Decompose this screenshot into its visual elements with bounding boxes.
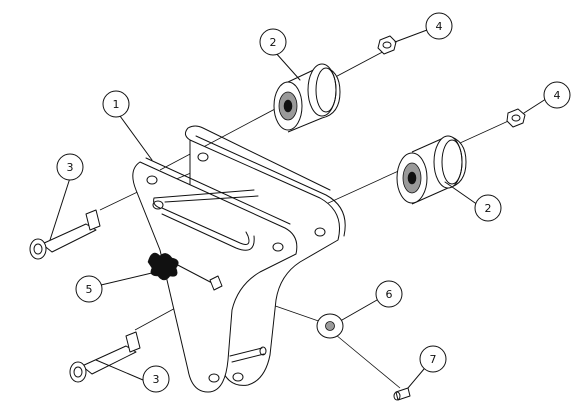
- nut-part-4-upper: [377, 35, 397, 55]
- balloon-label: 3: [67, 161, 74, 174]
- balloon-label: 3: [153, 373, 160, 386]
- balloon-label: 2: [270, 36, 277, 49]
- balloon-label: 7: [430, 353, 437, 366]
- roller-part-2-upper: [273, 63, 341, 133]
- balloon-2a: 2: [259, 28, 287, 56]
- nut-part-4-lower: [506, 108, 526, 128]
- star-knob-part-5: [147, 252, 223, 291]
- leader-lines: [49, 29, 550, 389]
- balloon-4a: 4: [425, 12, 453, 40]
- balloon-label: 4: [554, 89, 561, 102]
- balloon-label: 6: [386, 288, 393, 301]
- balloon-label: 2: [485, 202, 492, 215]
- balloon-6: 6: [375, 280, 403, 308]
- balloon-label: 4: [436, 20, 443, 33]
- balloon-7: 7: [419, 345, 447, 373]
- bolt-part-3-lower: [69, 331, 141, 383]
- balloon-3a: 3: [56, 153, 84, 181]
- balloon-4b: 4: [543, 81, 571, 109]
- balloon-1: 1: [102, 90, 130, 118]
- roller-part-2-lower: [396, 135, 467, 205]
- balloon-5: 5: [75, 275, 103, 303]
- washer-part-6: [316, 313, 344, 339]
- balloon-label: 5: [86, 283, 93, 296]
- balloon-3b: 3: [142, 365, 170, 393]
- screw-part-7: [393, 387, 411, 401]
- balloon-2b: 2: [474, 194, 502, 222]
- balloon-label: 1: [113, 98, 120, 111]
- bolt-part-3-upper: [29, 209, 101, 260]
- bracket-part-1: [132, 125, 346, 393]
